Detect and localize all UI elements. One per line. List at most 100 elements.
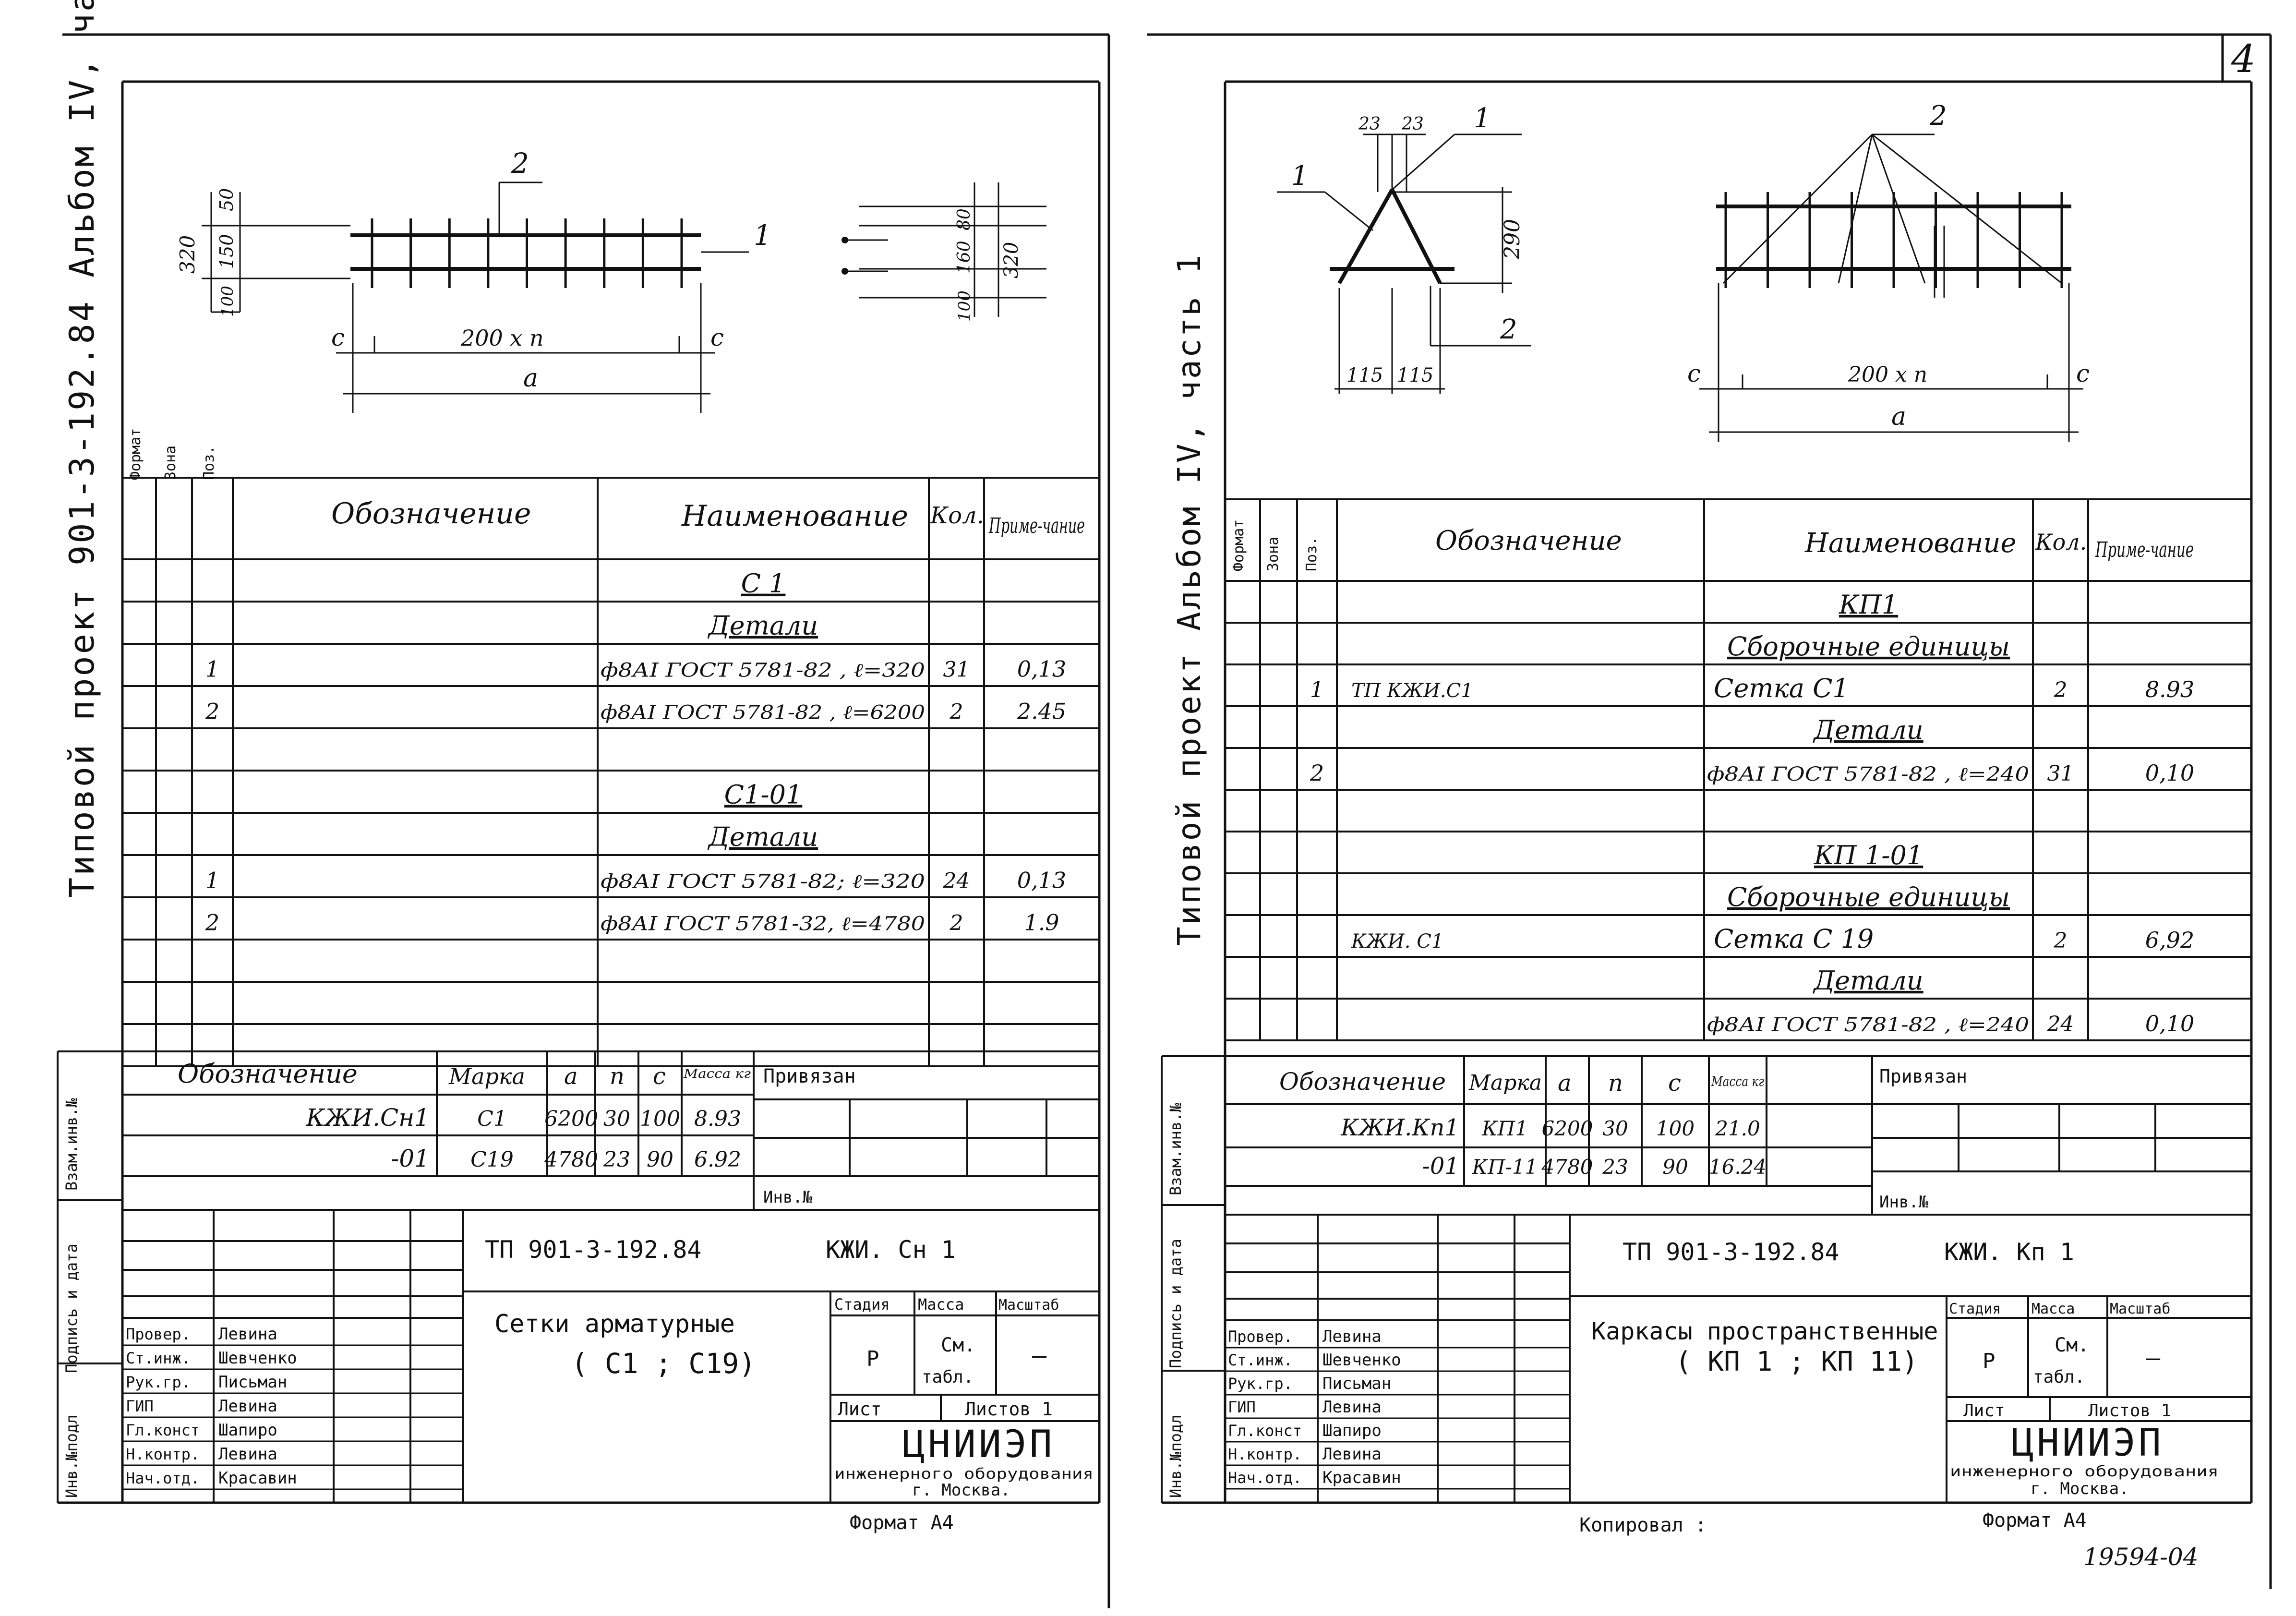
left-var-hdr-designation: Обозначение	[178, 1059, 358, 1089]
staff-row: Ст.инж.Шевченко	[126, 1349, 297, 1368]
right-hdr-format: Формат	[1230, 519, 1247, 571]
staff-name: Левина	[1322, 1327, 1382, 1346]
staff-name: Красавин	[218, 1469, 297, 1488]
spec-qty: 24	[2047, 1012, 2074, 1037]
left-stage: Р	[866, 1347, 879, 1371]
right-title-line2: ( КП 1 ; КП 11)	[1675, 1346, 1918, 1377]
variant-mass: 21.0	[1715, 1117, 1760, 1140]
spec-row: Детали	[708, 611, 818, 641]
left-side-80: 80	[954, 208, 974, 230]
spec-note: 0,13	[1017, 868, 1066, 893]
right-dim-200n: 200 x n	[1848, 362, 1927, 387]
spec-note: 0,13	[1017, 656, 1066, 682]
staff-role: ГИП	[1228, 1398, 1256, 1416]
staff-name: Левина	[218, 1397, 277, 1416]
left-sheet-svg: Типовой проект 901-3-192.84 Альбом IV, ч…	[57, 0, 1110, 1608]
staff-name: Левина	[218, 1325, 277, 1344]
staff-name: Левина	[218, 1445, 277, 1464]
right-hdr-qty: Кол.	[2035, 529, 2087, 555]
left-privyazan: Привязан	[763, 1065, 856, 1087]
spec-note: 0,10	[2145, 760, 2194, 786]
left-scale: —	[1032, 1341, 1047, 1369]
right-var-hdr-c: c	[1668, 1070, 1681, 1097]
right-side-col-3: Взам.инв.№	[1166, 1103, 1185, 1195]
right-hdr-pos: Поз.	[1303, 537, 1320, 571]
spec-qty: 2	[2054, 929, 2068, 953]
spec-name: КП1	[1839, 590, 1898, 620]
left-hdr-format: Формат	[127, 428, 144, 480]
spec-qty: 2	[950, 700, 963, 724]
staff-row: Нач.отд.Красавин	[126, 1469, 297, 1488]
staff-row: Провер. Левина	[1228, 1327, 1382, 1346]
staff-name: Шевченко	[1322, 1351, 1401, 1370]
spec-name: Сборочные единицы	[1727, 631, 2010, 662]
right-stage: Р	[1983, 1349, 1995, 1374]
spec-row: Сборочные единицы	[1727, 631, 2010, 662]
spec-qty: 2	[950, 911, 963, 936]
left-dim-150: 150	[216, 234, 237, 269]
right-var-hdr-mark: Марка	[1468, 1071, 1542, 1095]
right-org-line2: инженерного оборудования	[1950, 1463, 2219, 1480]
right-dim-23b: 23	[1401, 114, 1424, 134]
spec-name: ф8АI ГОСТ 5781-82 , ℓ=240	[1707, 763, 2029, 785]
right-dim-a: a	[1891, 402, 1906, 431]
right-dim-290: 290	[1500, 219, 1525, 260]
spec-row: Детали	[1813, 965, 1923, 996]
variant-designation: КЖИ.Сн1	[306, 1104, 430, 1132]
right-hdr-zone: Зона	[1265, 537, 1282, 571]
staff-role: Н.контр.	[1228, 1445, 1302, 1463]
spec-qty: 31	[2047, 761, 2074, 786]
right-title-block: Провер.ЛевинаСт.инж.ШевченкоРук.гр.Письм…	[1225, 1214, 2251, 1571]
left-format: Формат А4	[850, 1512, 954, 1534]
right-org-name: ЦНИИЭП	[2011, 1422, 2164, 1465]
staff-row: Провер. Левина	[126, 1325, 277, 1344]
staff-role: Гл.конст	[1228, 1422, 1302, 1440]
spec-name: ф8АI ГОСТ 5781-32, ℓ=4780	[601, 913, 925, 935]
spec-name: Сетка С1	[1714, 673, 1849, 703]
left-hdr-pos: Поз.	[201, 446, 217, 480]
variant-c: 90	[1662, 1155, 1688, 1179]
spec-name: Детали	[708, 822, 818, 852]
staff-role: Провер.	[126, 1325, 191, 1343]
right-archive-no: 19594-04	[2083, 1543, 2199, 1571]
right-mass-line1: См.	[2055, 1334, 2089, 1356]
right-dim-115a: 115	[1346, 364, 1383, 386]
right-inv-no: Инв.№	[1879, 1193, 1929, 1212]
variant-n: 23	[603, 1147, 630, 1172]
staff-role: Гл.конст	[126, 1421, 200, 1439]
right-hdr-designation: Обозначение	[1435, 525, 1622, 556]
left-var-hdr-mark: Марка	[448, 1063, 525, 1089]
spec-name: ф8АI ГОСТ 5781-82; ℓ=320	[601, 871, 925, 893]
staff-role: Н.контр.	[126, 1445, 200, 1463]
variant-a: 4780	[544, 1147, 598, 1172]
staff-row: Рук.гр.Письман	[126, 1373, 287, 1392]
right-frame-drawing: 23 23 1 1 2 290 115 115 2 c c 200 x n a	[1277, 100, 2090, 442]
left-side-col-2: Подпись и дата	[62, 1243, 81, 1373]
left-sheet: Типовой проект 901-3-192.84 Альбом IV, ч…	[0, 0, 1147, 1616]
variant-mark: С1	[477, 1107, 507, 1131]
right-var-hdr-n: n	[1608, 1070, 1623, 1097]
spec-note: 8.93	[2145, 676, 2194, 702]
left-var-hdr-c: c	[653, 1063, 666, 1090]
staff-role: Провер.	[1228, 1327, 1293, 1346]
right-format: Формат А4	[1983, 1509, 2087, 1532]
spec-row: С 1	[741, 568, 786, 599]
variant-mass: 6.92	[694, 1147, 741, 1172]
variant-n: 30	[603, 1107, 630, 1131]
variant-mass: 16.24	[1709, 1155, 1767, 1179]
staff-name: Шапиро	[218, 1421, 277, 1440]
spec-name: ф8АI ГОСТ 5781-82 , ℓ=320	[601, 660, 925, 682]
right-sheets-label: Листов 1	[2088, 1401, 2171, 1421]
right-leader-2b: 2	[1500, 314, 1517, 345]
staff-row: Рук.гр.Письман	[1228, 1374, 1391, 1393]
spec-pos: 2	[205, 910, 219, 936]
staff-role: Ст.инж.	[126, 1349, 191, 1367]
